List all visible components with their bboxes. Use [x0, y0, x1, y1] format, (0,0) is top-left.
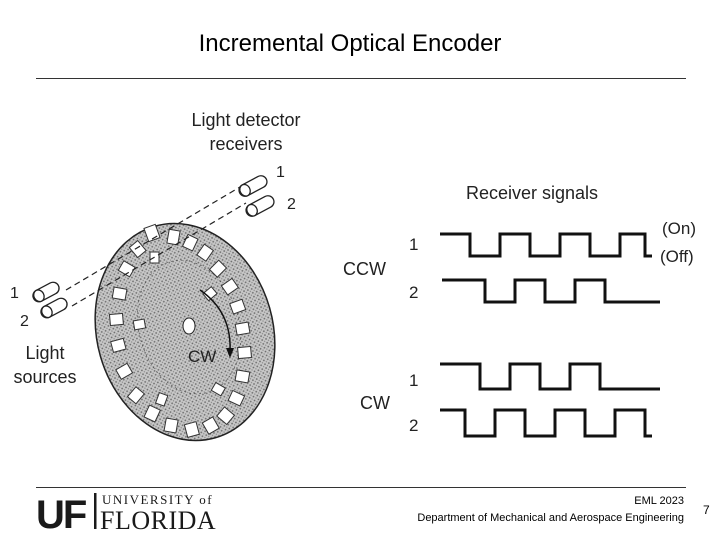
rotation-label: CW: [188, 347, 216, 366]
slide-title: Incremental Optical Encoder: [198, 30, 502, 57]
off-label: (Off): [660, 247, 694, 266]
department-name: Department of Mechanical and Aerospace E…: [417, 512, 684, 524]
course-code: EML 2023: [634, 495, 684, 507]
ccw-label: CCW: [343, 259, 386, 279]
uf-logo: UF UNIVERSITY of FLORIDA: [36, 492, 216, 531]
ccw-signal-1-waveform: [440, 232, 652, 258]
source-label-line1: Light: [25, 343, 64, 363]
page-number: 7: [703, 503, 710, 517]
cw-signal-label: CW: [360, 393, 390, 413]
logo-university-of: UNIVERSITY of: [102, 492, 213, 507]
on-label: (On): [662, 219, 696, 238]
encoder-disk: [94, 222, 276, 442]
source-cylinders: [32, 281, 68, 319]
encoder-figure: Light detector receivers 1 2 Light sourc…: [10, 110, 696, 442]
detector-number-1: 1: [276, 164, 285, 181]
cw-channel-1: 1: [409, 371, 418, 390]
source-label-line2: sources: [13, 367, 76, 387]
source-number-1: 1: [10, 285, 19, 302]
logo-uf: UF: [36, 493, 86, 531]
cw-signal-2-waveform: [440, 408, 652, 438]
cw-signal-1-waveform: [440, 362, 660, 391]
signals-title: Receiver signals: [466, 183, 598, 203]
ccw-channel-1: 1: [409, 235, 418, 254]
logo-florida: FLORIDA: [100, 506, 216, 531]
title-divider: [36, 78, 686, 79]
detector-label-line2: receivers: [209, 134, 282, 154]
detector-cylinders: [238, 175, 275, 217]
ccw-channel-2: 2: [409, 283, 418, 302]
cw-channel-2: 2: [409, 416, 418, 435]
ccw-signal-2-waveform: [442, 278, 660, 304]
light-beams: [65, 186, 247, 307]
source-number-2: 2: [20, 313, 29, 330]
footer-divider: [36, 487, 686, 488]
detector-label-line1: Light detector: [191, 110, 300, 130]
detector-number-2: 2: [287, 196, 296, 213]
